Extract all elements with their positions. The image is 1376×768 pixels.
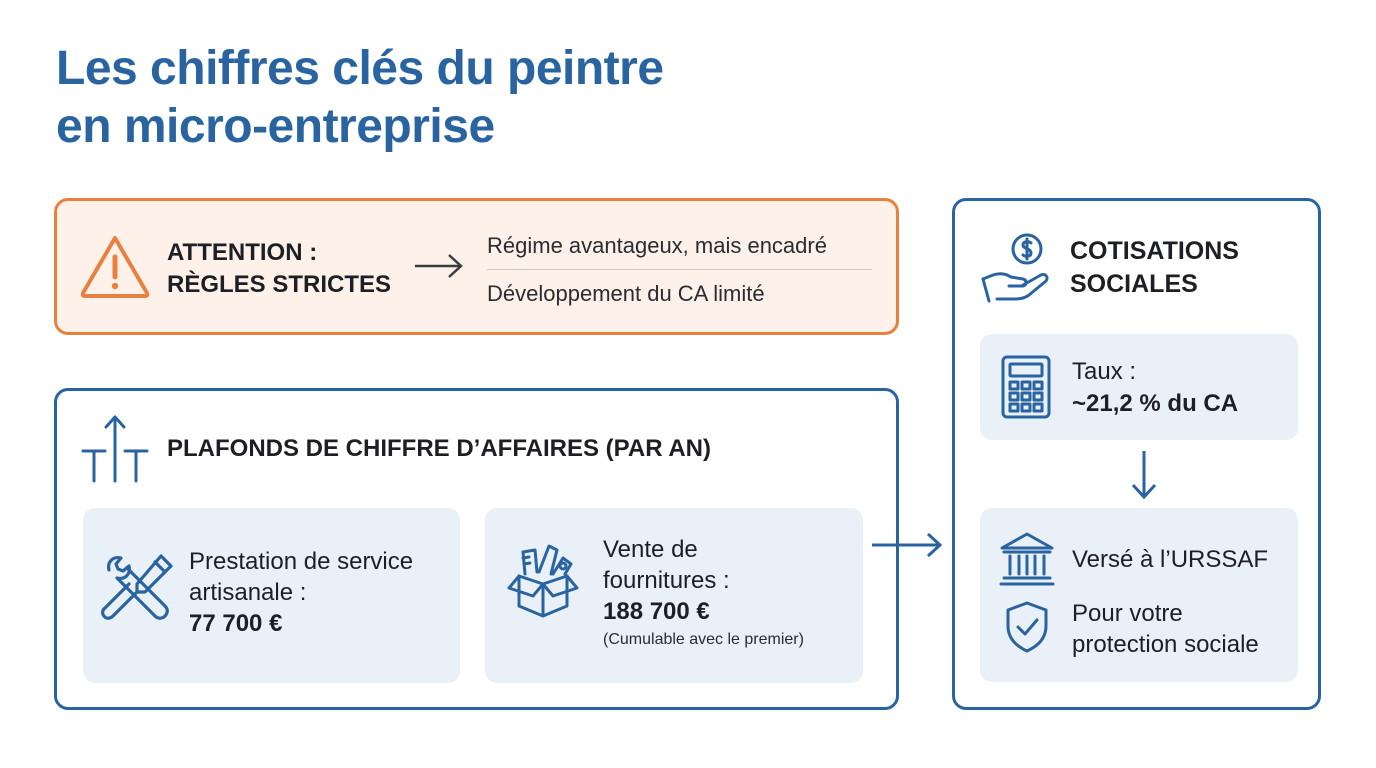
attention-point-2: Développement du CA limité: [487, 281, 765, 306]
service-amount: 77 700 €: [189, 610, 283, 637]
taux-label: Taux :: [1072, 358, 1137, 385]
taux-panel: Taux : ~21,2 % du CA: [980, 334, 1298, 440]
vente-label-line-2: fournitures :: [603, 567, 730, 594]
vente-text: Vente de fournitures : 188 700 € (Cumula…: [603, 534, 804, 653]
bank-icon: [999, 532, 1055, 586]
attention-label-line-2: RÈGLES STRICTES: [167, 271, 392, 298]
vente-label-line-1: Vente de: [603, 536, 698, 563]
arrow-right-icon: [872, 532, 943, 558]
tools-icon: [101, 554, 173, 620]
attention-label: ATTENTION : RÈGLES STRICTES: [167, 237, 391, 301]
taux-value: ~21,2 % du CA: [1072, 390, 1239, 417]
shield-check-icon: [1006, 601, 1048, 653]
hand-coin-icon: [981, 233, 1049, 303]
title-line-2: en micro-entreprise: [56, 100, 495, 153]
urssaf-panel: Versé à l’URSSAF Pour votre protection s…: [980, 508, 1298, 682]
urssaf-text: Versé à l’URSSAF: [1072, 546, 1269, 573]
attention-box: ATTENTION : RÈGLES STRICTES Régime avant…: [54, 198, 899, 335]
attention-label-line-1: ATTENTION :: [167, 239, 318, 266]
attention-divider: [487, 269, 872, 270]
taux-text: Taux : ~21,2 % du CA: [1072, 356, 1238, 420]
supplies-box-icon: [507, 544, 579, 618]
arrow-right-icon: [415, 254, 463, 278]
service-card: Prestation de service artisanale : 77 70…: [83, 508, 460, 683]
service-label-line-2: artisanale :: [189, 579, 307, 606]
plafonds-title: PLAFONDS DE CHIFFRE D’AFFAIRES (PAR AN): [167, 435, 711, 462]
protection-line-2: protection sociale: [1072, 631, 1259, 658]
attention-point-1: Régime avantageux, mais encadré: [487, 233, 827, 258]
plafonds-box: PLAFONDS DE CHIFFRE D’AFFAIRES (PAR AN) …: [54, 388, 899, 710]
warning-triangle-icon: [80, 236, 150, 298]
cotisations-box: COTISATIONS SOCIALES Taux : ~21,2 % du C…: [952, 198, 1321, 710]
service-label-line-1: Prestation de service: [189, 548, 414, 575]
vente-amount: 188 700 €: [603, 598, 710, 625]
cotisations-title-line-1: COTISATIONS: [1070, 237, 1239, 265]
cotisations-title: COTISATIONS SOCIALES: [1070, 235, 1239, 301]
page-title: Les chiffres clés du peintre en micro-en…: [56, 40, 956, 156]
arrow-down-icon: [1131, 451, 1157, 500]
vente-note: (Cumulable avec le premier): [603, 631, 804, 648]
title-line-1: Les chiffres clés du peintre: [56, 42, 664, 95]
protection-line-1: Pour votre: [1072, 600, 1183, 627]
cotisations-title-line-2: SOCIALES: [1070, 270, 1198, 298]
calculator-icon: [1001, 355, 1051, 419]
ceiling-arrows-icon: [81, 415, 149, 483]
protection-text: Pour votre protection sociale: [1072, 598, 1259, 660]
vente-card: Vente de fournitures : 188 700 € (Cumula…: [485, 508, 863, 683]
service-text: Prestation de service artisanale : 77 70…: [189, 546, 413, 639]
